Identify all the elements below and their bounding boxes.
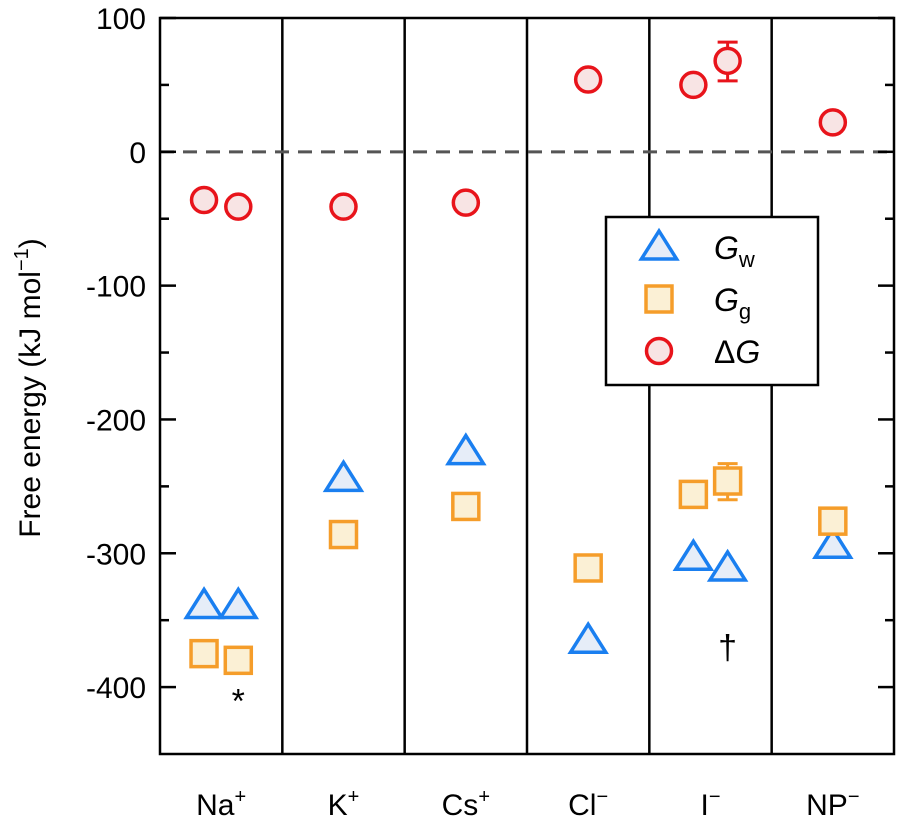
category-label: K+	[328, 786, 360, 822]
annotations: *†	[232, 629, 737, 721]
category-label-base: Cs	[442, 789, 479, 822]
category-label-sup: +	[235, 786, 247, 808]
legend-label: Gg	[714, 282, 751, 324]
data-points	[183, 40, 854, 676]
legend-box	[604, 215, 820, 387]
category-label-base: Cl	[568, 789, 596, 822]
Gg-point	[678, 479, 709, 510]
category-label: Cs+	[442, 786, 490, 822]
y-tick-label: -200	[86, 404, 146, 437]
Gw-point	[706, 548, 749, 582]
y-axis-title: Free energy (kJ mol−1)	[11, 238, 47, 538]
legend-Gw-marker	[638, 227, 680, 261]
category-label-base: I	[700, 789, 708, 822]
dG-point	[818, 108, 848, 137]
dG-point	[329, 192, 358, 221]
legend-label-base: G	[735, 334, 760, 370]
legend-Gg-marker	[644, 284, 674, 314]
legend-label-sub: g	[739, 299, 751, 324]
category-label: Na+	[196, 786, 246, 822]
annotation-mark: †	[718, 629, 737, 667]
category-label-base: K	[328, 789, 348, 822]
legend-label-base: G	[714, 230, 739, 266]
category-label-sup: −	[596, 786, 608, 808]
Gw-point	[812, 525, 854, 559]
dG-point	[224, 192, 253, 221]
category-label: NP−	[806, 786, 859, 822]
y-axis-tick-labels: 100 0 -100 -200 -300 -400	[86, 3, 146, 705]
y-axis-ticks	[160, 16, 894, 689]
plot-frame	[158, 16, 896, 756]
category-label-base: Na	[196, 789, 235, 822]
category-label-sup: −	[848, 786, 860, 808]
legend-label-sub: w	[738, 247, 755, 272]
category-label-sup: +	[478, 786, 490, 808]
y-tick-label: -100	[86, 271, 146, 304]
y-axis-title-close: )	[14, 238, 47, 248]
Gw-point	[322, 459, 365, 493]
dG-point	[189, 185, 219, 215]
legend-label: ΔG	[714, 334, 760, 370]
Gw-point	[567, 620, 609, 655]
y-axis-title-main: Free energy (kJ mol	[14, 271, 47, 538]
dG-point	[573, 65, 603, 94]
legend-dG-marker	[644, 336, 674, 366]
Gw-point	[183, 586, 225, 620]
Gg-point	[328, 519, 359, 550]
Gg-point	[189, 638, 219, 669]
y-tick-label: 0	[129, 137, 146, 170]
legend-label-prefix: Δ	[714, 334, 735, 370]
category-label: I−	[700, 786, 720, 822]
y-axis-title-sup: −1	[11, 248, 33, 271]
dG-point	[713, 46, 742, 76]
legend-label: Gw	[714, 230, 755, 272]
y-tick-label: -300	[86, 538, 146, 571]
category-label-base: NP	[806, 789, 848, 822]
annotation-mark: *	[232, 682, 245, 720]
y-tick-label: 100	[96, 3, 146, 36]
Gg-point	[818, 506, 848, 536]
Gg-point	[451, 491, 481, 522]
category-label-sup: +	[348, 786, 360, 808]
Gg-point	[223, 645, 254, 676]
Gg-point	[573, 553, 603, 583]
Gg-point	[712, 466, 743, 496]
legend-label-base: G	[714, 282, 739, 318]
category-label: Cl−	[568, 786, 608, 822]
dG-point	[679, 70, 708, 100]
category-label-sup: −	[709, 786, 721, 808]
y-tick-label: -400	[86, 672, 146, 705]
Gw-point	[445, 432, 487, 466]
dG-point	[451, 188, 481, 217]
category-labels: Na+K+Cs+Cl−I−NP−	[196, 786, 859, 822]
Gw-point	[217, 586, 260, 620]
Gw-point	[672, 537, 715, 572]
